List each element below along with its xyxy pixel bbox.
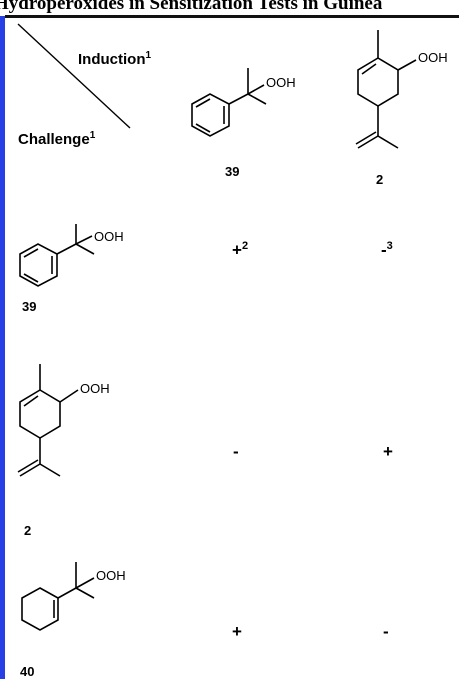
structure-39-header: OOH [191, 68, 296, 137]
top-rule [5, 15, 459, 18]
svg-text:OOH: OOH [418, 50, 448, 65]
svg-text:OOH: OOH [80, 381, 110, 396]
result-2-2: + [383, 442, 393, 461]
structure-39-row: OOH [19, 224, 124, 287]
result-39-39: +2 [232, 240, 249, 260]
compound-number-39-row: 39 [22, 299, 37, 314]
compound-number-40-row: 40 [20, 664, 35, 679]
challenge-header: Challenge1 [18, 130, 96, 148]
compound-number-2-header: 2 [376, 172, 384, 187]
result-2-39: - [233, 442, 239, 461]
left-border [0, 16, 5, 679]
svg-text:OOH: OOH [94, 229, 124, 244]
svg-text:OOH: OOH [96, 568, 126, 583]
result-40-2: - [383, 622, 389, 641]
table-title: Hydroperoxides in Sensitization Tests in… [0, 0, 383, 14]
compound-number-39-header: 39 [225, 164, 240, 179]
result-39-2: -3 [381, 240, 393, 260]
induction-header: Induction1 [78, 50, 152, 68]
svg-text:OOH: OOH [266, 75, 296, 90]
structure-2-row: OOH [17, 364, 110, 477]
structure-40-row: OOH [21, 562, 126, 631]
structure-2-header: OOH [355, 30, 448, 149]
result-40-39: + [232, 622, 242, 641]
compound-number-2-row: 2 [24, 523, 32, 538]
